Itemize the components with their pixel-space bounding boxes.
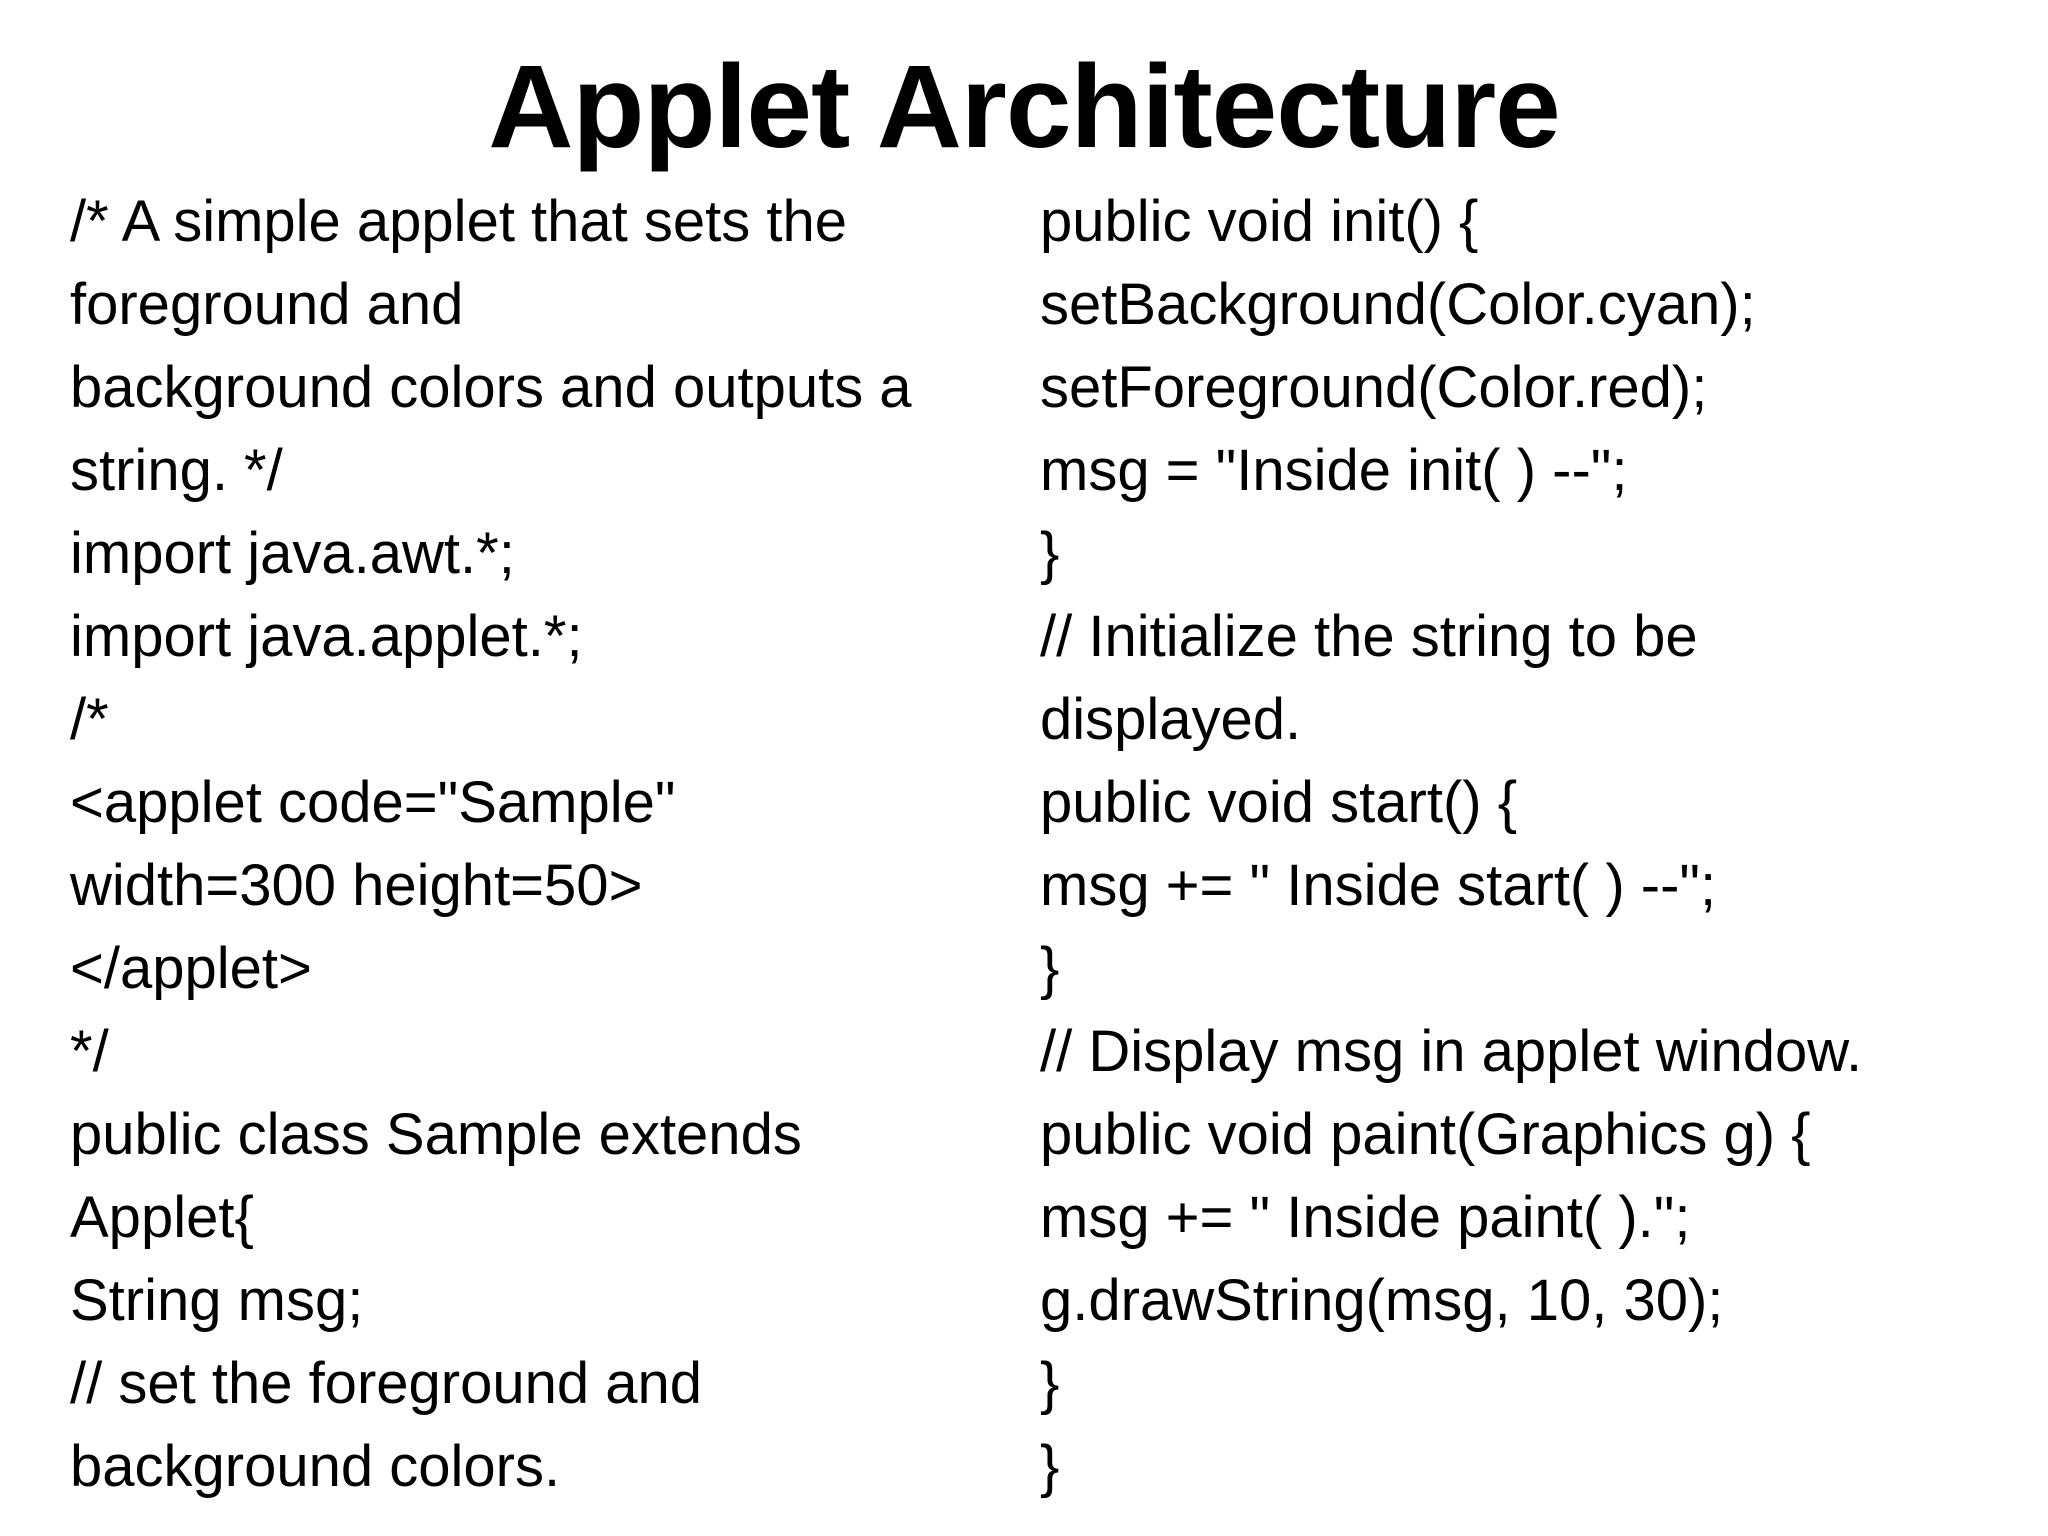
code-line: // Initialize the string to be [1040,604,1698,669]
code-line: </applet> [70,936,312,1001]
code-line: /* [70,687,109,752]
code-line: public void paint(Graphics g) { [1040,1102,1811,1167]
code-line: background colors and outputs a [70,355,912,420]
code-column-left: /* A simple applet that sets the foregro… [70,180,1030,1508]
code-line: <applet code="Sample" [70,770,676,835]
code-line: public void init() { [1040,189,1479,254]
code-line: foreground and [70,272,464,337]
code-line: } [1040,521,1060,586]
code-line: String msg; [70,1268,364,1333]
code-line: public void start() { [1040,770,1518,835]
code-line: } [1040,936,1060,1001]
code-line: import java.awt.*; [70,521,515,586]
code-line: */ [70,1019,109,1084]
slide-title: Applet Architecture [488,41,1561,173]
code-line: } [1040,1434,1060,1499]
code-line: width=300 height=50> [70,853,643,918]
code-line: // Display msg in applet window. [1040,1019,1863,1084]
code-line: msg = "Inside init( ) --"; [1040,438,1628,503]
code-line: import java.applet.*; [70,604,583,669]
code-line: msg += " Inside paint( )."; [1040,1185,1691,1250]
code-line: public class Sample extends [70,1102,802,1167]
code-line: // set the foreground and [70,1351,702,1416]
code-line: background colors. [70,1434,561,1499]
code-line: msg += " Inside start( ) --"; [1040,853,1717,918]
code-line: /* A simple applet that sets the [70,189,848,254]
code-line: string. */ [70,438,283,503]
code-line: Applet{ [70,1185,254,1250]
code-line: displayed. [1040,687,1302,752]
code-line: g.drawString(msg, 10, 30); [1040,1268,1724,1333]
code-line: setForeground(Color.red); [1040,355,1708,420]
code-column-right: public void init() { setBackground(Color… [1040,180,2020,1508]
code-line: } [1040,1351,1060,1416]
code-line: setBackground(Color.cyan); [1040,272,1756,337]
